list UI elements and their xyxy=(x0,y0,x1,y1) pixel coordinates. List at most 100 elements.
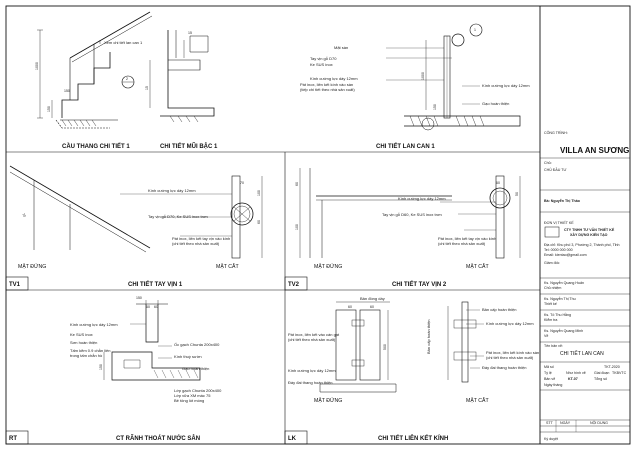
hr1-dim-3: 60 xyxy=(257,220,261,224)
drain-title: CT RÃNH THOÁT NƯỚC SÂN xyxy=(116,434,200,442)
tb-director-label: Giám đốc xyxy=(544,261,560,265)
gj-note-2: Bản cấp hoàn thiện xyxy=(426,320,431,354)
gj-note-4: (chi tiết theo nhà sản xuất) xyxy=(288,337,336,342)
stair-dim-2: 150 xyxy=(47,106,51,112)
hr2-dim-1: 60 xyxy=(295,182,299,186)
drain-note-4: Tấm kẽm 0.9 chằn liên xyxy=(70,348,110,353)
step-dim-2: 15 xyxy=(188,31,192,35)
drain-note-11: Bê tông lót móng xyxy=(174,398,204,403)
outer-frame xyxy=(5,5,631,445)
stair-callout-tag: 2 xyxy=(126,77,128,81)
tb-project-label: CÔNG TRÌNH: xyxy=(544,130,568,135)
hr2-dim-2: 100 xyxy=(295,224,299,230)
tb-footer: Ký duyệt xyxy=(544,437,558,441)
gj-note-8: Kính cường lực dày 12mm xyxy=(486,321,534,326)
gj-note-7: Bản cấp hoàn thiện xyxy=(482,307,516,312)
gj-note-5: Kính cường lực dày 12mm xyxy=(288,368,336,373)
drain-code: RT xyxy=(9,436,17,442)
hr1-view-right: MẶT CẮT xyxy=(216,262,240,270)
tb-stage-value: TKBVTC xyxy=(612,371,627,375)
railing-dim-2: 150 xyxy=(433,104,437,110)
hr1-title: CHI TIẾT TAY VỊN 1 xyxy=(128,281,183,288)
hr2-dim-4: 60 xyxy=(496,181,500,185)
hr2-note-3: Pát inox, liên kết tay vịn vào kính xyxy=(438,236,496,241)
tb-rev-content: NỘI DUNG xyxy=(590,420,608,425)
drain-dim-3: 60 xyxy=(154,305,158,309)
hr1-dim-4: 70 xyxy=(240,181,244,185)
hr1-note-2: Tay vịn gỗ D70, Ke SUS inox trơn xyxy=(148,214,208,219)
drain-note-5: trong tấm chắn hồ xyxy=(70,353,103,358)
tb-company-2: XÂY DỰNG KIẾN TẠO xyxy=(570,232,608,237)
gj-note-10: (chi tiết theo nhà sản xuất) xyxy=(486,355,534,360)
drainage-panel: 150 60 60 150 Kính cường lực dày 12mm Ke… xyxy=(5,296,222,445)
tb-sheet-value: KT-07 xyxy=(568,377,578,381)
drain-note-9: Lớp gạch Chunta 200x400 xyxy=(174,388,222,393)
tb-code-label: Mã số xyxy=(544,365,554,369)
gj-title: CHI TIẾT LIÊN KẾT KÍNH xyxy=(378,434,448,442)
gj-dim-2: 60 xyxy=(370,305,374,309)
drain-note-10: Lớp vữa XM mác 75 xyxy=(174,393,211,398)
gj-dim-1: 60 xyxy=(348,305,352,309)
tb-stage-label: Giai đoạn xyxy=(594,371,609,375)
drain-note-7: Kính thuỷ sườn xyxy=(174,354,202,359)
tb-rev-date: NGÀY xyxy=(560,421,571,425)
hr2-note-1: Kính cường lực dày 12mm xyxy=(398,196,446,201)
hr2-dim-3: 50 xyxy=(515,192,519,196)
handrail-section-icon xyxy=(451,33,465,47)
stair-note: Xem chi tiết lan can 1 xyxy=(104,40,143,45)
hr2-code: TV2 xyxy=(288,282,300,288)
glass-joint-panel: Bản đồng dày 60 60 500 Pát inox, liên kế… xyxy=(284,296,539,445)
handrail-2-panel: 60 100 50 60 Kính cường lực dày 12mm Tay… xyxy=(284,168,521,291)
stair-detail-title: CẦU THANG CHI TIẾT 1 xyxy=(62,143,130,150)
railing-title: CHI TIẾT LAN CAN 1 xyxy=(376,143,435,150)
step-edge-panel: 15 15 CHI TIẾT MŨI BẬC 1 xyxy=(145,30,218,150)
railing-note-4: Kính cường lực dày 12mm xyxy=(310,76,358,81)
tb-designer-name: Ks. Nguyễn Thị Thu xyxy=(544,296,576,301)
railing-note-7: Kính cường lực dày 12mm xyxy=(482,83,530,88)
hr2-note-4: (chi tiết theo nhà sản xuất) xyxy=(438,241,486,246)
gj-note-6: Đáy đai thang hoàn thiện xyxy=(288,380,332,385)
drain-dim-1: 150 xyxy=(136,296,142,300)
gj-view-right: MẶT CẮT xyxy=(466,396,490,404)
railing-note-8: Gạo hoàn thiện xyxy=(482,101,509,106)
tb-sheet-name-label: Tên bản vẽ: xyxy=(544,344,563,348)
drain-note-2: Ke SUS inox xyxy=(70,332,93,337)
handrail-1-section-icon xyxy=(230,202,254,226)
tb-rev-stt: STT xyxy=(546,421,554,425)
tb-designer-label: Thiết kế xyxy=(544,302,557,306)
tb-owner-label: Chủ: xyxy=(544,161,552,165)
step-dim-1: 15 xyxy=(145,86,149,90)
title-block: CÔNG TRÌNH: VILLA AN SƯƠNG Chủ: CHỦ ĐẦU … xyxy=(540,130,630,441)
tb-scale-label: Tỷ lệ xyxy=(544,371,552,375)
hr2-title: CHI TIẾT TAY VỊN 2 xyxy=(392,281,447,288)
tb-chief-label: Chủ nhiệm xyxy=(544,286,561,290)
tb-scale-value: Như hình vẽ xyxy=(566,371,586,375)
gj-dim-3: 500 xyxy=(383,344,387,350)
hr1-note-3: Pát inox, liên kết tay vịn vào kính xyxy=(172,236,230,241)
tb-chief-name: Ks. Nguyễn Quang Huấn xyxy=(544,280,584,285)
railing-panel: 1 1000 150 Mặt sàn Tay vịn gỗ D70 Ke SUS… xyxy=(300,23,530,150)
drain-dim-4: 150 xyxy=(99,364,103,370)
tb-email: Email: kientao@gmail.com xyxy=(544,253,587,257)
gj-code: LK xyxy=(288,436,297,442)
tb-drawer-name: Ks. Nguyễn Quang Minh xyxy=(544,328,583,333)
railing-callout-icon xyxy=(469,23,483,37)
railing-note-2: Tay vịn gỗ D70 xyxy=(310,56,337,61)
hr1-view-left: MẶT ĐỨNG xyxy=(18,263,46,270)
stair-detail-panel: 1000 150 150 Xem chi tiết lan can 1 2 CẦ… xyxy=(35,11,153,150)
railing-note-6: (tiếp chi tiết theo nhà sản xuất) xyxy=(300,87,355,92)
tb-phone: Tel: 0000 000 000 xyxy=(544,248,573,252)
drain-dim-2: 60 xyxy=(146,305,150,309)
tb-date-label: Ngày tháng xyxy=(544,383,562,387)
hr2-view-right: MẶT CẮT xyxy=(466,262,490,270)
hr1-note-1: Kính cường lực dày 12mm xyxy=(148,188,196,193)
railing-note-1: Mặt sàn xyxy=(334,45,348,50)
tb-design-label: ĐƠN VỊ THIẾT KẾ xyxy=(544,220,574,225)
tb-company-1: CTY TNHH TƯ VẤN THIẾT KẾ xyxy=(564,227,615,232)
tb-sheet-label: Bản vẽ xyxy=(544,377,555,381)
hr2-note-2: Tay vịn gỗ D60, Ke SUS inox trơn xyxy=(382,212,442,217)
hr1-code: TV1 xyxy=(9,282,21,288)
stair-dim-3: 150 xyxy=(64,89,70,93)
gj-view-left: MẶT ĐỨNG xyxy=(314,397,342,404)
handrail-1-panel: 70 100 60 70 Kính cường lực dày 12mm Tay… xyxy=(5,165,263,291)
